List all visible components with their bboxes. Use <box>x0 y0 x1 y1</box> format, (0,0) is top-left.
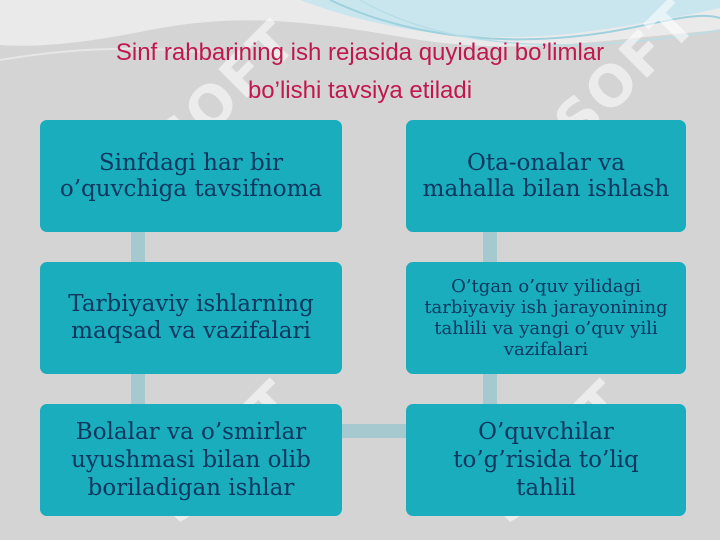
box-label: O’tgan o’quv yilidagi tarbiyaviy ish jar… <box>424 276 668 360</box>
title-line-2: bo’lishi tavsiya etiladi <box>247 77 473 104</box>
connector-right-top <box>483 232 497 262</box>
connector-right-bottom <box>483 374 497 404</box>
box-student-analysis: O’quvchilar to’g’risida to’liq tahlil <box>406 404 686 516</box>
connector-left-top <box>131 232 145 262</box>
box-label: Ota-onalar va mahalla bilan ishlash <box>422 150 670 202</box>
box-label: Tarbiyaviy ishlarning maqsad va vazifala… <box>68 291 314 344</box>
box-educational-goals: Tarbiyaviy ishlarning maqsad va vazifala… <box>40 262 342 374</box>
page-title: Sinf rahbarining ish rejasida quyidagi b… <box>40 34 680 110</box>
box-previous-year-analysis: O’tgan o’quv yilidagi tarbiyaviy ish jar… <box>406 262 686 374</box>
box-label: O’quvchilar to’g’risida to’liq tahlil <box>453 419 639 501</box>
connector-bottom-horizontal <box>342 424 406 438</box>
box-label: Bolalar va o’smirlar uyushmasi bilan oli… <box>71 419 311 501</box>
title-line-1: Sinf rahbarining ish rejasida quyidagi b… <box>115 39 605 66</box>
box-parents-community: Ota-onalar va mahalla bilan ishlash <box>406 120 686 232</box>
connector-left-bottom <box>131 374 145 404</box>
box-student-profile: Sinfdagi har bir o’quvchiga tavsifnoma <box>40 120 342 232</box>
header-wave-decoration <box>0 0 720 61</box>
box-label: Sinfdagi har bir o’quvchiga tavsifnoma <box>59 150 323 202</box>
box-youth-organizations: Bolalar va o’smirlar uyushmasi bilan oli… <box>40 404 342 516</box>
